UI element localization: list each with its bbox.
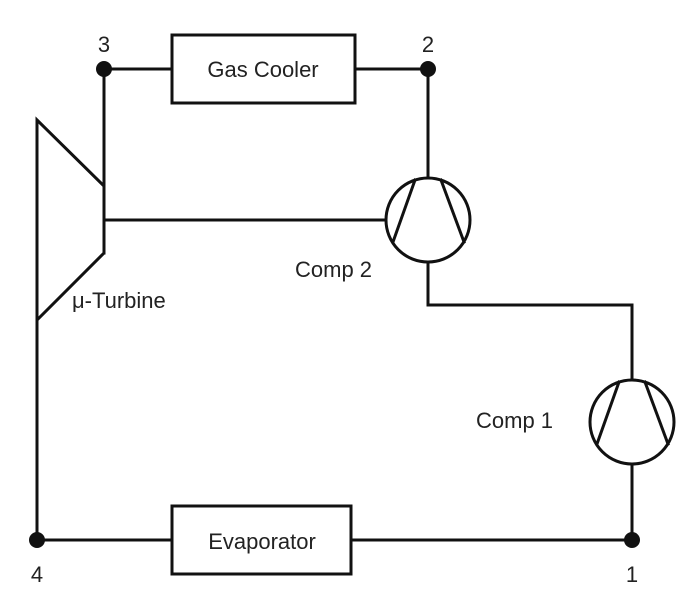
node-3-label: 3 [98,32,110,57]
node-3-dot [96,61,112,77]
node-1-dot [624,532,640,548]
pipe-comp2-comp1 [426,260,634,382]
compressor-2-symbol [384,176,472,264]
node-2-dot [420,61,436,77]
pipes [35,67,634,542]
node-4-dot [29,532,45,548]
state-nodes [29,61,640,548]
node-2-label: 2 [422,32,434,57]
turbine-label: μ-Turbine [72,288,166,313]
gas-cooler-label: Gas Cooler [207,57,318,82]
compressor-1-symbol [588,378,676,466]
node-4-label: 4 [31,562,43,587]
compressor-2-label: Comp 2 [295,257,372,282]
gas-cooler-box [170,33,357,105]
node-1-label: 1 [626,562,638,587]
evaporator-label: Evaporator [208,529,316,554]
compressor-1-label: Comp 1 [476,408,553,433]
evaporator-box [170,504,353,576]
